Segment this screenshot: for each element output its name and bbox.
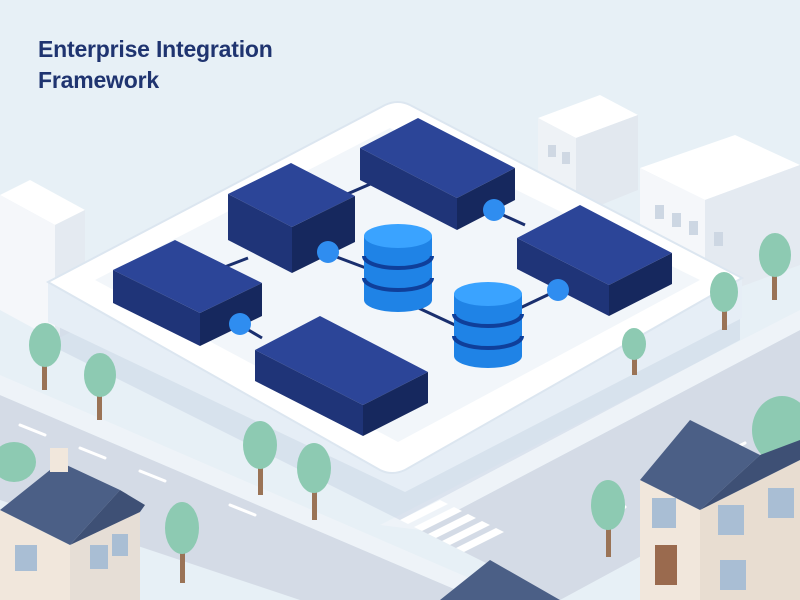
house-bottom-right [640, 420, 800, 600]
tree-icon [29, 323, 61, 390]
title-line-1: Enterprise Integration [38, 36, 273, 62]
database-right [452, 282, 524, 368]
connector-node-icon [229, 313, 251, 335]
database-center [362, 224, 434, 312]
road-right [420, 330, 800, 600]
tree-icon [622, 328, 646, 375]
tree-icon [0, 442, 36, 482]
connector-node-icon [547, 279, 569, 301]
crosswalk [400, 500, 504, 552]
module-top [360, 118, 515, 230]
tree-icon [591, 480, 625, 557]
foreground-city [0, 233, 800, 600]
module-bottom [255, 316, 428, 436]
roof-bottom-center [440, 560, 560, 600]
tree-icon [165, 502, 199, 583]
tree-icon [84, 353, 116, 420]
house-bottom-left [0, 448, 145, 600]
tree-icon [297, 443, 331, 520]
connector-node-icon [483, 199, 505, 221]
connector-node-icon [317, 241, 339, 263]
tree-icon [243, 421, 277, 495]
tree-icon [710, 272, 738, 330]
module-right [517, 205, 672, 316]
title-line-2: Framework [38, 67, 159, 93]
module-upper-left [228, 163, 355, 273]
tree-icon [759, 233, 791, 300]
connector-nodes [229, 199, 569, 335]
page-title: Enterprise Integration Framework [38, 34, 398, 96]
sidewalk-right [380, 310, 800, 530]
module-left [113, 240, 262, 346]
